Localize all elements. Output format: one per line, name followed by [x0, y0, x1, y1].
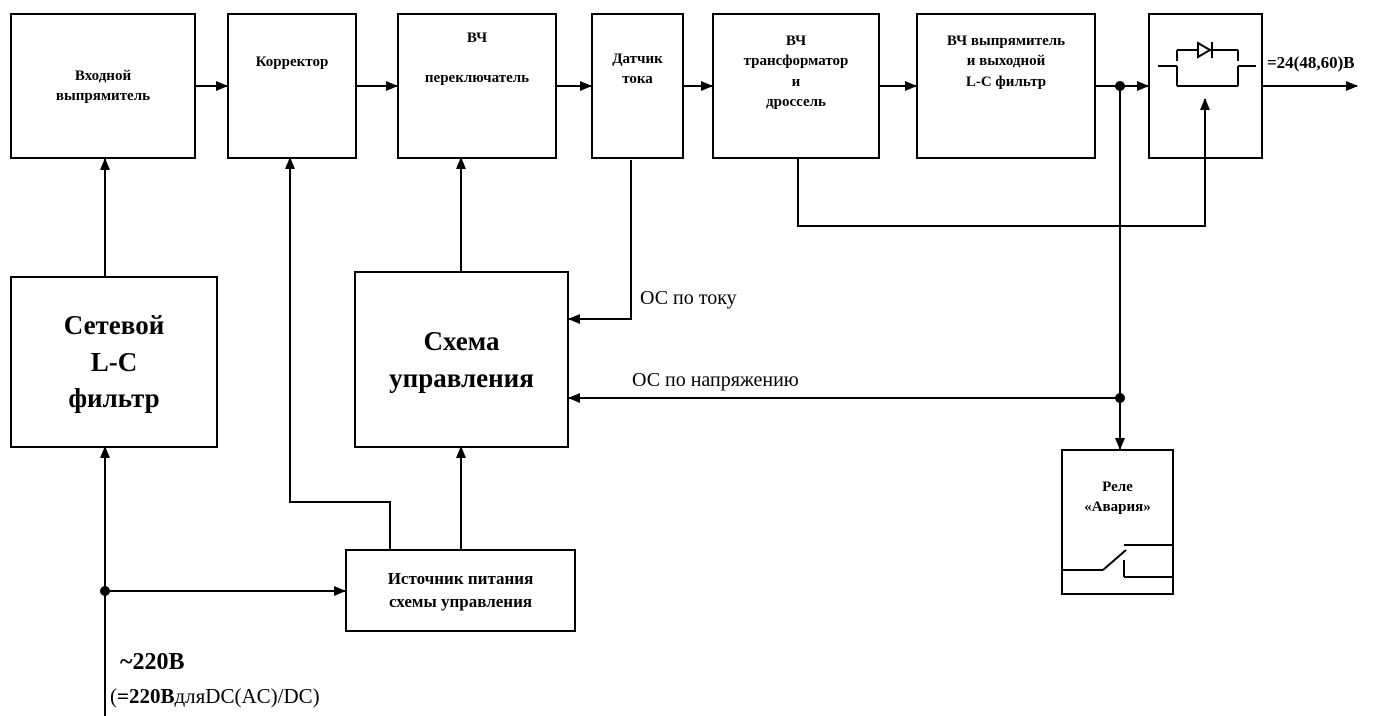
output-voltage-label: =24(48,60)В: [1267, 53, 1355, 72]
transistor-symbol: [1158, 41, 1256, 87]
control-power-block: Источник питания схемы управления: [345, 549, 576, 632]
input-note-label: (=220ВдляDC(AC)/DC): [110, 684, 320, 708]
mains-filter-label: Сетевой L-C фильтр: [63, 310, 165, 414]
current-feedback-line: [568, 160, 632, 324]
current-sensor-label: Датчик тока: [612, 51, 663, 88]
control-circuit-label: Схема управления: [389, 326, 534, 393]
voltage-feedback-label: ОС по напряжению: [632, 369, 799, 391]
hf-rectifier-label: ВЧ выпрямитель и выходной L-C фильтр: [946, 33, 1066, 90]
control-circuit-block: Схема управления: [354, 271, 569, 448]
hf-transformer-block: ВЧ трансформатор и дроссель: [712, 13, 880, 159]
hf-switch-block: ВЧ переключатель: [397, 13, 557, 159]
control-power-label: Источник питания схемы управления: [387, 568, 534, 611]
input-rectifier-label: Входной выпрямитель: [55, 67, 151, 104]
transformer-to-gate-line: [797, 98, 1210, 227]
relay-label: Реле «Авария»: [1084, 479, 1151, 516]
relay-block: Реле «Авария»: [1061, 449, 1174, 595]
hf-rectifier-block: ВЧ выпрямитель и выходной L-C фильтр: [916, 13, 1096, 159]
input-voltage-label: ~220В: [120, 649, 185, 675]
hf-switch-label-line2: переключатель: [424, 70, 530, 87]
corrector-label: Корректор: [255, 54, 329, 70]
junction-dot: [100, 586, 110, 596]
arrow-power-corrector: [285, 157, 391, 549]
mains-filter-block: Сетевой L-C фильтр: [10, 276, 218, 448]
junction-dot: [1115, 81, 1125, 91]
junction-dot: [1115, 393, 1125, 403]
input-rectifier-block: Входной выпрямитель: [10, 13, 196, 159]
current-sensor-block: Датчик тока: [591, 13, 684, 159]
output-switch-block: [1148, 13, 1263, 159]
hf-switch-label-line1: ВЧ: [466, 30, 488, 46]
relay-contact-symbol: [1063, 544, 1172, 578]
hf-transformer-label: ВЧ трансформатор и дроссель: [743, 33, 849, 110]
corrector-block: Корректор: [227, 13, 357, 159]
current-feedback-label: ОС по току: [640, 287, 737, 309]
